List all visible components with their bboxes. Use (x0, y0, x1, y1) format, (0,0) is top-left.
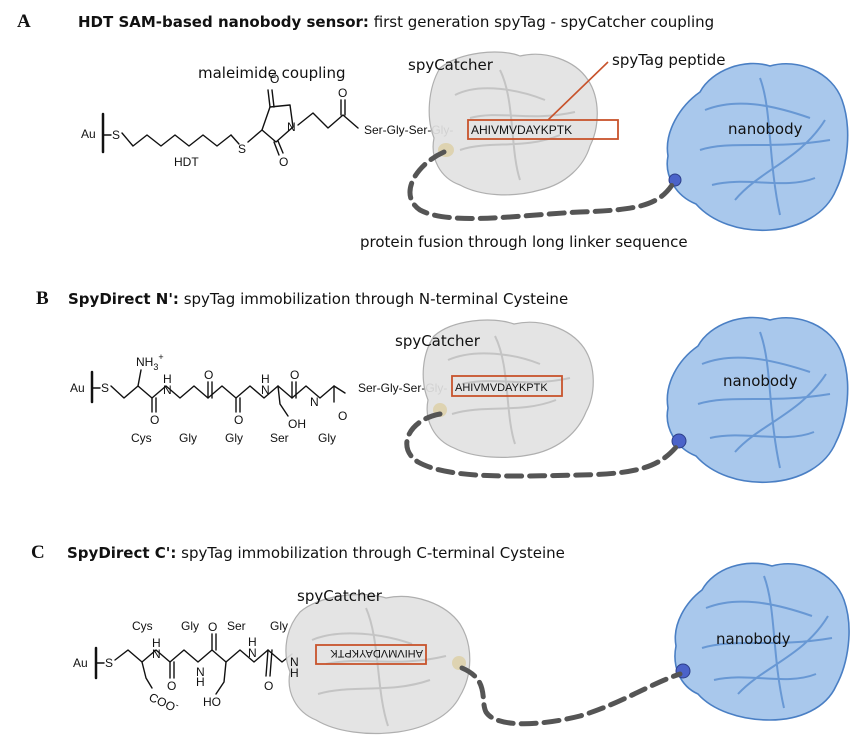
amide-n-c1: N (152, 647, 161, 661)
spytag-box-a (467, 119, 619, 140)
peptide-backbone-b (110, 385, 346, 399)
nanobody-terminus-b (671, 433, 687, 449)
carbonyl-o-b1: O (150, 413, 159, 427)
carbonyl-o-b3: O (234, 413, 243, 427)
nanobody-c (674, 562, 850, 721)
residue-ser-c: Ser (227, 619, 246, 633)
hydroxyl-label-b: OH (288, 417, 306, 431)
au-label-c: Au (73, 656, 88, 670)
hydroxyl-label-c: HO (203, 695, 221, 709)
amide-n-c4: N (290, 655, 299, 669)
amide-n-c3: N (248, 646, 257, 660)
nanobody-b (666, 316, 849, 484)
fusion-linker-a (407, 149, 677, 221)
fusion-label: protein fusion through long linker seque… (360, 233, 688, 251)
hdt-label: HDT (174, 155, 199, 169)
fusion-linker-c (459, 665, 683, 727)
au-label-a: Au (81, 127, 96, 141)
amide-n-c2: N (196, 665, 205, 679)
amide-n-b1: N (163, 383, 172, 397)
amine-label-b: NH3+ (136, 352, 164, 372)
section-a-hdt-chemistry: Au S HDT S O O N O Ser-Gly-Ser-Gly- (81, 72, 453, 169)
section-a-letter: A (17, 11, 31, 32)
section-a: A HDT SAM-based nanobody sensor: first g… (17, 11, 849, 251)
section-c-title: SpyDirect C': spyTag immobilization thro… (67, 544, 565, 562)
residue-cys-c: Cys (132, 619, 153, 633)
fusion-linker-b (404, 411, 680, 479)
carbonyl-o-c2: O (208, 620, 217, 634)
maleimide-n: N (287, 120, 296, 134)
section-c-peptide-chemistry: Au S COO- H N O N H O HO H N O Cys Gly S… (73, 619, 293, 714)
spycatcher-label-c: spyCatcher (297, 587, 383, 605)
spycatcher-label-b: spyCatcher (395, 332, 481, 350)
maleimide-coupling-label: maleimide coupling (198, 64, 345, 82)
section-a-title: HDT SAM-based nanobody sensor: first gen… (78, 13, 714, 31)
section-b: B SpyDirect N': spyTag immobilization th… (36, 288, 849, 484)
residue-cys-b: Cys (131, 431, 152, 445)
nanobody-label-c: nanobody (716, 630, 791, 648)
residue-ser-b: Ser (270, 431, 289, 445)
amide-h-c2: H (196, 675, 205, 689)
spytag-seq-a: AHIVMVDAYKPTK (471, 123, 572, 137)
sulfur-label-c: S (105, 656, 113, 670)
carbonyl-o-c1: O (167, 679, 176, 693)
section-b-title: SpyDirect N': spyTag immobilization thro… (68, 290, 568, 308)
carbonyl-o-b5: O (338, 409, 347, 423)
maleimide-o-bottom: O (279, 155, 288, 169)
nanobody-a (666, 62, 849, 232)
spytag-seq-b: AHIVMVDAYKPTK (455, 382, 548, 394)
spytag-box-c (315, 644, 427, 665)
section-c-letter: C (31, 542, 45, 563)
residue-gly-c2: Gly (270, 619, 288, 633)
spytag-box-b (451, 375, 563, 397)
residue-gly-c1: Gly (181, 619, 199, 633)
hdt-chain (121, 132, 232, 147)
au-label-b: Au (70, 381, 85, 395)
section-c: C SpyDirect C': spyTag immobilization th… (31, 542, 850, 735)
section-b-letter: B (36, 288, 49, 309)
nanobody-label-a: nanobody (728, 120, 803, 138)
spytag-pointer-line (547, 61, 609, 121)
nanobody-label-b: nanobody (723, 372, 798, 390)
spytag-seq-c: AHIVMVDAYKPTK (330, 647, 423, 659)
carbonyl-o-c3: O (264, 679, 273, 693)
spycatcher-b (422, 319, 594, 458)
sulfur-label-a1: S (112, 128, 120, 142)
carbonyl-o-b4: O (290, 368, 299, 382)
carbonyl-o-b2: O (204, 368, 213, 382)
carbonyl-o-a: O (338, 86, 347, 100)
sulfur-label-a2: S (238, 142, 246, 156)
spycatcher-label-a: spyCatcher (408, 56, 494, 74)
amide-n-b3: N (310, 395, 319, 409)
maleimide-o-top: O (270, 72, 279, 86)
amide-h-b2: H (261, 372, 270, 386)
residue-gly-b2: Gly (225, 431, 243, 445)
peptide-backbone-c (114, 649, 293, 663)
spytag-peptide-label: spyTag peptide (612, 51, 725, 69)
sulfur-label-b: S (101, 381, 109, 395)
spycatcher-a (428, 51, 598, 196)
amide-h-c3: H (248, 635, 257, 649)
maleimide-ring (261, 104, 294, 143)
amide-h-c1: H (152, 636, 161, 650)
propanoyl-chain (297, 112, 359, 129)
section-b-peptide-chemistry: Au S NH3+ O H N O O H N O OH N O Ser-Gly… (70, 352, 447, 445)
residue-gly-b1: Gly (179, 431, 197, 445)
amide-h-c4: H (290, 666, 299, 680)
amide-h-b1: H (163, 372, 172, 386)
residue-gly-b3: Gly (318, 431, 336, 445)
amide-n-b2: N (261, 383, 270, 397)
